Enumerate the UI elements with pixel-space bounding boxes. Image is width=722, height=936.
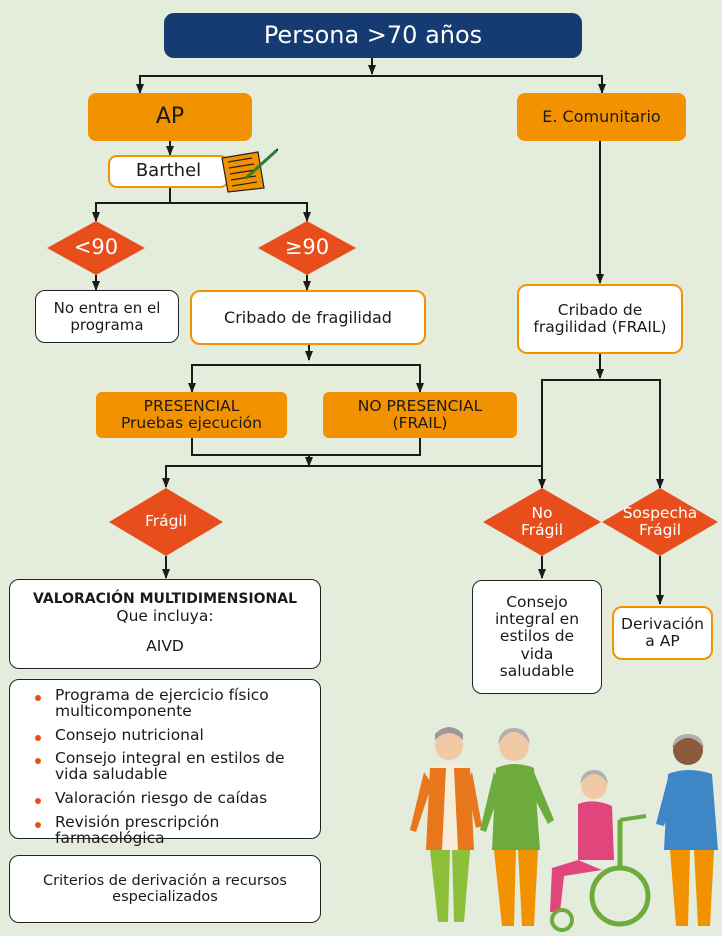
elderly-people-illustration (410, 727, 718, 932)
node-ap-label: AP (155, 103, 185, 129)
actuacion-item: Revisión prescripción farmacológica (10, 814, 320, 847)
node-cribado-ap: Cribado de fragilidad (190, 290, 426, 345)
node-criterios-label: Criterios de derivación a recursos espec… (43, 872, 287, 905)
node-persona-70: Persona >70 años (164, 13, 582, 58)
node-no-presencial-line1: NO PRESENCIAL (357, 396, 483, 415)
decision-sospecha-line2: Frágil (638, 521, 682, 539)
decision-fragil: Frágil (121, 508, 211, 536)
decision-sospecha: Sospecha Frágil (610, 500, 710, 544)
decision-ge90-label: ≥90 (284, 235, 330, 260)
node-no-presencial-line2: (FRAIL) (392, 414, 448, 432)
node-comunitario-label: E. Comunitario (542, 107, 661, 127)
wheelchair-woman-icon (550, 770, 651, 932)
decision-lt90-shape (47, 221, 145, 275)
node-persona-70-label: Persona >70 años (263, 21, 483, 50)
actuacion-item: Consejo integral en estilos de vida salu… (10, 751, 320, 783)
elderly-woman-green-icon (480, 728, 554, 926)
node-presencial-line1: PRESENCIAL (143, 396, 240, 415)
actuaciones-box: Programa de ejercicio físico multicompon… (9, 679, 321, 845)
checklist-form-icon (221, 148, 278, 193)
node-presencial: PRESENCIAL Pruebas ejecución (96, 392, 287, 438)
node-cribado-comunitario-label: Cribado de fragilidad (FRAIL) (533, 300, 667, 336)
decision-no-fragil: No Frágil (497, 500, 587, 544)
node-consejo-label: Consejo integral en estilos de vida salu… (494, 592, 580, 681)
node-no-presencial: NO PRESENCIAL (FRAIL) (323, 392, 517, 438)
decision-no-fragil-line2: Frágil (520, 521, 564, 539)
node-presencial-line2: Pruebas ejecución (120, 414, 262, 432)
node-derivacion: Derivación a AP (612, 606, 713, 660)
node-cribado-ap-label: Cribado de fragilidad (224, 307, 392, 327)
decision-ge90-shape (258, 221, 356, 275)
actuacion-item: Programa de ejercicio físico multicompon… (10, 687, 320, 720)
node-cribado-comunitario: Cribado de fragilidad (FRAIL) (517, 284, 683, 354)
node-barthel: Barthel (108, 155, 229, 188)
actuaciones-list: Programa de ejercicio físico multicompon… (10, 687, 320, 847)
actuacion-item: Consejo nutricional (10, 727, 320, 744)
elderly-man-orange-icon (410, 727, 482, 922)
node-no-entra: No entra en el programa (35, 290, 179, 343)
node-barthel-label: Barthel (135, 160, 202, 182)
decision-sospecha-shape (602, 488, 718, 556)
valoracion-subtitle: Que incluya: (116, 606, 214, 625)
node-derivacion-label: Derivación a AP (621, 614, 704, 650)
decision-lt90: <90 (56, 231, 136, 265)
node-valoracion: VALORACIÓN MULTIDIMENSIONAL Que incluya:… (9, 579, 321, 669)
node-ap: AP (88, 93, 252, 141)
decision-sospecha-line1: Sospecha (622, 503, 698, 522)
node-comunitario: E. Comunitario (517, 93, 686, 141)
elderly-man-blue-icon (656, 734, 718, 926)
decision-fragil-label: Frágil (144, 512, 188, 531)
node-criterios: Criterios de derivación a recursos espec… (9, 855, 321, 923)
decision-ge90: ≥90 (267, 231, 347, 265)
node-consejo: Consejo integral en estilos de vida salu… (472, 580, 602, 694)
decision-lt90-label: <90 (73, 235, 119, 260)
decision-fragil-shape (109, 488, 223, 556)
valoracion-title: VALORACIÓN MULTIDIMENSIONAL (32, 591, 297, 607)
decision-nofragil-shape (483, 488, 601, 556)
valoracion-item: AIVD (146, 637, 184, 656)
actuacion-item: Valoración riesgo de caídas (10, 790, 320, 807)
node-no-entra-label: No entra en el programa (53, 298, 161, 334)
decision-no-fragil-line1: No (531, 503, 553, 522)
